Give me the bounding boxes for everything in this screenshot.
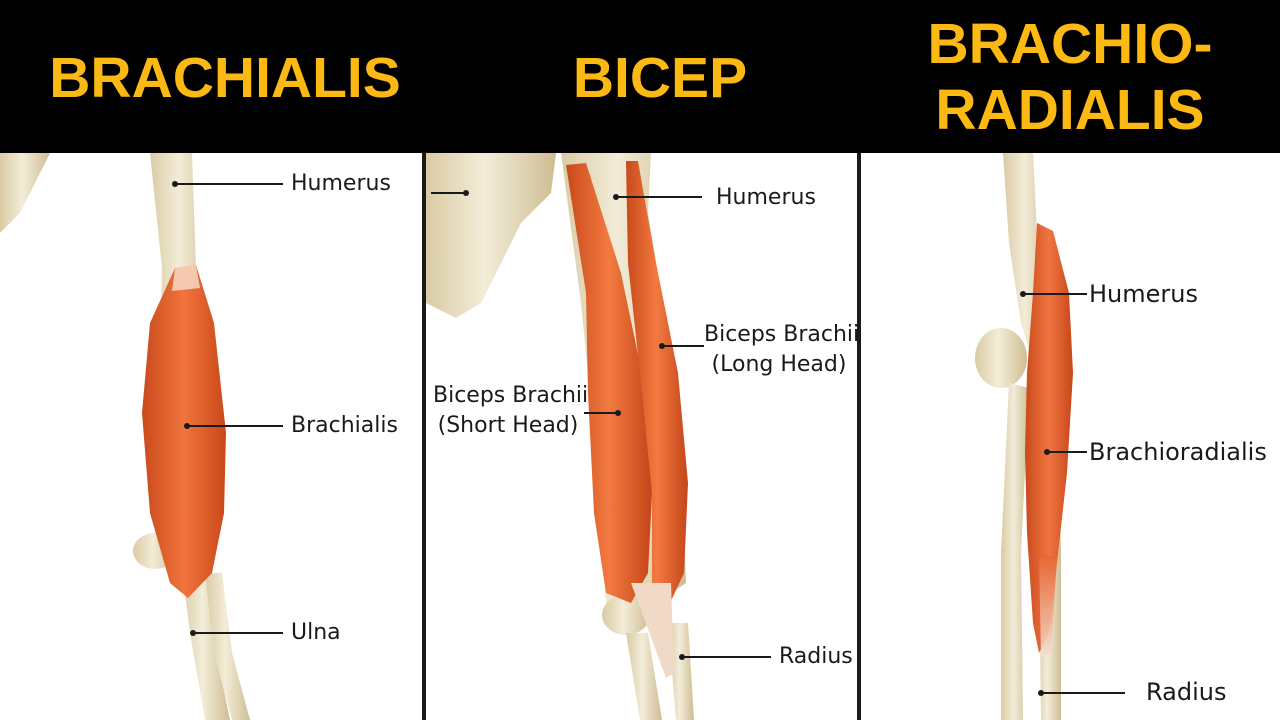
- title-bicep: BICEP: [572, 46, 748, 110]
- label-long-head-line1: Biceps Brachii: [704, 322, 860, 347]
- label-ulna: Ulna: [291, 620, 341, 645]
- panel-brachioradialis: [861, 153, 1280, 720]
- scapula-shape: [0, 153, 50, 233]
- label-radius-3: Radius: [1146, 678, 1227, 706]
- panel-bicep: [426, 153, 857, 720]
- radius-bone-p1: [205, 573, 250, 720]
- divider-1: [422, 153, 426, 720]
- title-brachioradialis-line2: RADIALIS: [935, 78, 1205, 142]
- biceps-tendon: [631, 583, 674, 678]
- divider-2: [857, 153, 861, 720]
- header-bar: [0, 0, 1280, 153]
- biceps-long-head: [626, 161, 688, 603]
- panel-brachialis: [0, 153, 422, 720]
- elbow-knob-3: [975, 328, 1027, 388]
- scapula-shape-2: [426, 153, 556, 318]
- label-brachialis: Brachialis: [291, 413, 398, 438]
- biceps-short-head: [566, 163, 652, 603]
- label-brachioradialis: Brachioradialis: [1089, 438, 1267, 466]
- title-brachialis: BRACHIALIS: [49, 46, 401, 110]
- ulna-bone: [180, 553, 230, 720]
- label-long-head-line2: (Long Head): [711, 352, 847, 377]
- label-humerus-1: Humerus: [291, 171, 391, 196]
- brachioradialis-illustration: [975, 153, 1125, 720]
- bicep-illustration: [426, 153, 771, 720]
- label-short-head-line2: (Short Head): [437, 413, 579, 438]
- brachialis-illustration: [0, 153, 283, 720]
- brachioradialis-muscle: [1025, 223, 1073, 653]
- ulna-bone-3: [1001, 383, 1029, 720]
- label-radius-2: Radius: [779, 644, 853, 669]
- label-short-head-line1: Biceps Brachii: [433, 383, 589, 408]
- title-brachioradialis-line1: BRACHIO-: [927, 12, 1213, 76]
- label-humerus-3: Humerus: [1089, 280, 1198, 308]
- brachialis-muscle: [142, 265, 226, 598]
- label-humerus-2: Humerus: [716, 185, 816, 210]
- radius-bone-2: [668, 623, 694, 720]
- elbow-knob-2: [602, 595, 650, 635]
- ulna-bone-2: [626, 633, 662, 720]
